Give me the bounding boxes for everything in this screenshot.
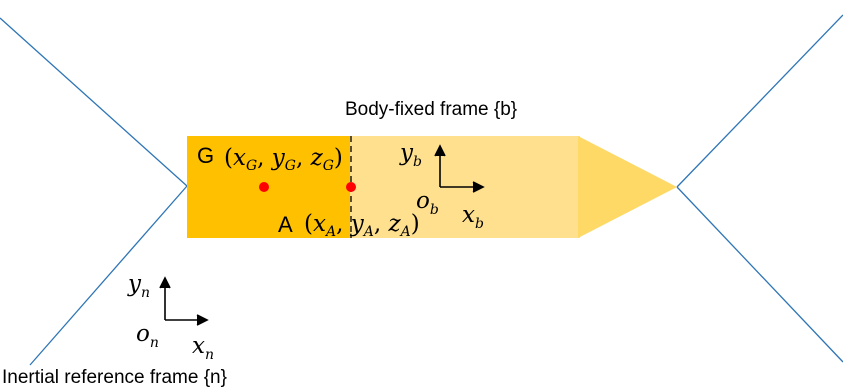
point-G-marker [259,182,269,192]
vehicle-nose [578,136,677,238]
svg-text:(xA, yA, zA): (xA, yA, zA) [304,211,420,240]
right-lower-boundary [676,186,843,363]
inertial-frame-title: Inertial reference frame {n} [2,367,227,388]
point-A-name: A [278,212,293,237]
left-upper-boundary [0,17,188,187]
inertial-x-label: xn [192,333,214,363]
body-x-arrowhead [472,181,485,193]
vehicle-body [187,136,677,238]
body-y-arrowhead [434,144,446,157]
inertial-axes [159,276,209,326]
right-upper-boundary [676,14,843,188]
inertial-y-label: yn [127,271,150,301]
body-axes [434,144,485,193]
point-A-coordinates: (xA, yA, zA) [304,211,420,240]
body-frame-title: Body-fixed frame {b} [345,99,517,120]
point-A-marker [346,182,356,192]
inertial-x-arrowhead [196,314,209,326]
boundary-lines [0,14,843,366]
point-G-name: G [197,143,214,168]
left-lower-boundary [29,185,188,366]
inertial-origin-label: on [136,321,159,351]
inertial-y-arrowhead [159,276,171,289]
